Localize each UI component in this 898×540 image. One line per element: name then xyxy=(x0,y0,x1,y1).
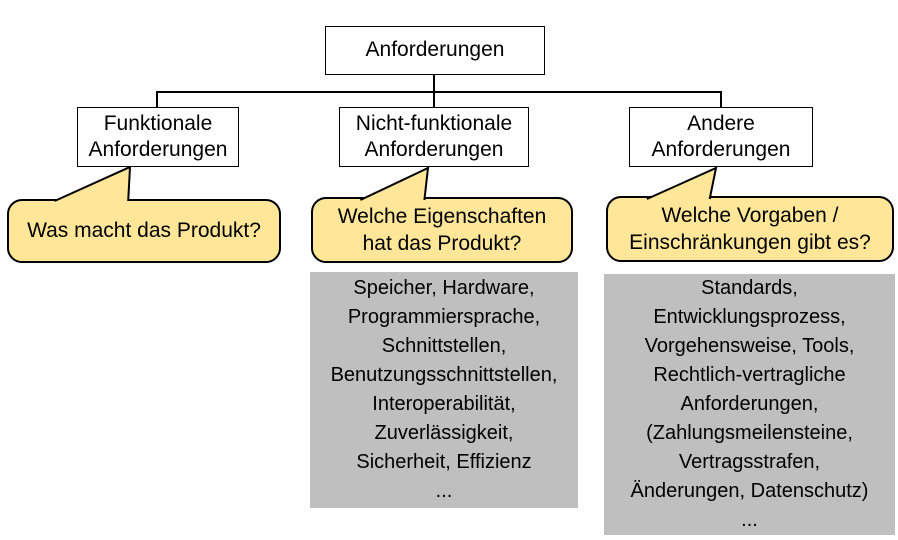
connector-drop-funktionale xyxy=(156,91,158,108)
callout-nicht-funktionale: Welche Eigenschaften hat das Produkt? xyxy=(311,197,573,263)
connector-horizontal xyxy=(156,91,722,93)
node-anforderungen: Anforderungen xyxy=(325,26,545,75)
node-funktionale-anforderungen: Funktionale Anforderungen xyxy=(77,107,239,167)
connector-drop-nicht-funktionale xyxy=(433,91,435,108)
callout-andere: Welche Vorgaben / Einschränkungen gibt e… xyxy=(606,196,894,262)
callout-funktionale: Was macht das Produkt? xyxy=(7,199,281,263)
callout-tail-nicht-funktionale xyxy=(352,167,430,204)
details-nicht-funktionale: Speicher, Hardware, Programmiersprache, … xyxy=(310,272,578,508)
node-andere-anforderungen: Andere Anforderungen xyxy=(629,107,813,167)
connector-drop-andere xyxy=(720,91,722,108)
details-andere: Standards, Entwicklungsprozess, Vorgehen… xyxy=(604,274,895,535)
callout-tail-andere xyxy=(638,167,718,203)
node-nicht-funktionale-anforderungen: Nicht-funktionale Anforderungen xyxy=(339,107,529,167)
connector-root-stem xyxy=(433,74,435,93)
callout-tail-funktionale xyxy=(48,166,132,204)
